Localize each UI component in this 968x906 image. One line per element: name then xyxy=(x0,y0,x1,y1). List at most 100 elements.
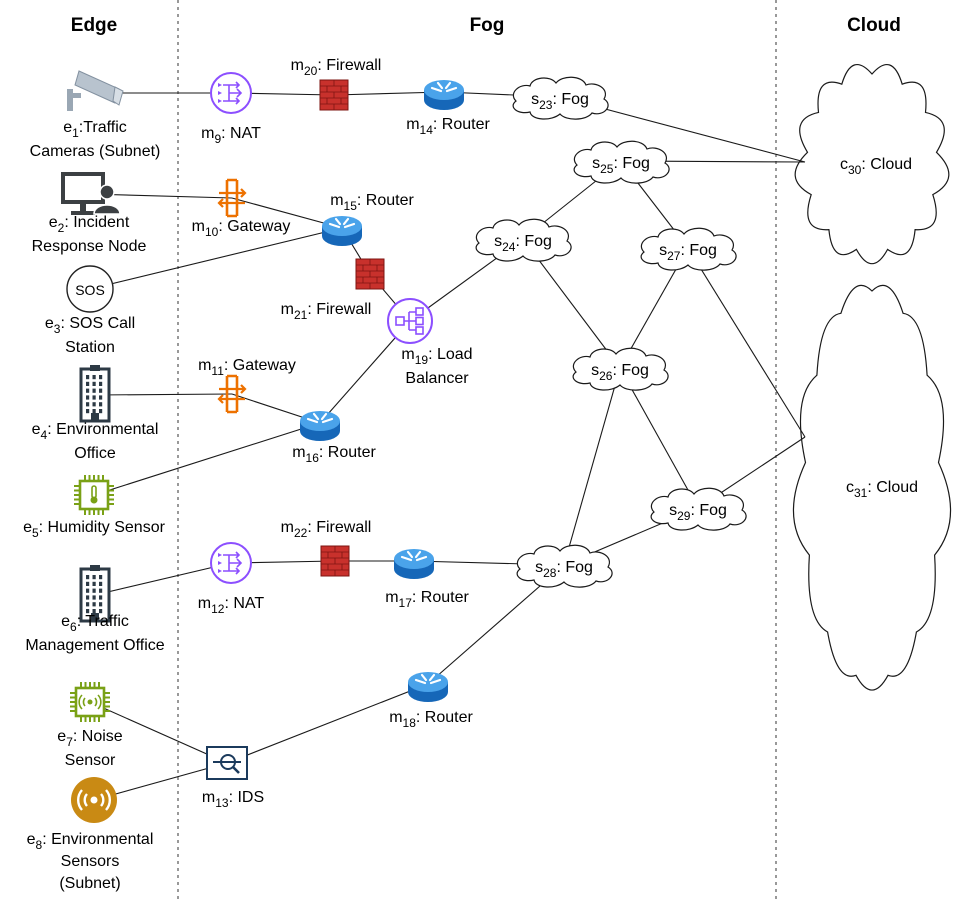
label-c30-prefix: c xyxy=(840,156,848,173)
label-m13-prefix: m xyxy=(202,789,215,806)
label-e5-subscript: 5 xyxy=(32,526,39,540)
sos-icon-text: SOS xyxy=(75,282,105,298)
label-m9: m9: NAT xyxy=(201,125,261,146)
label-s25-prefix: s xyxy=(592,155,600,172)
label-e7-prefix: e xyxy=(57,728,66,745)
label-e8-prefix: e xyxy=(27,831,36,848)
label-m15: m15: Router xyxy=(330,192,414,213)
label-e4-prefix: e xyxy=(32,421,41,438)
label-e8: e8: Environmental xyxy=(27,831,154,852)
link-e6-m12 xyxy=(94,562,232,596)
label-s28-subscript: 28 xyxy=(543,566,557,580)
label-m16-subscript: 16 xyxy=(306,451,320,465)
label-m10-prefix: m xyxy=(192,218,205,235)
label-m20: m20: Firewall xyxy=(291,57,382,78)
label-e8-line2: Sensors xyxy=(61,853,120,870)
fog-cloud-icon xyxy=(475,218,572,262)
label-m12-text: : NAT xyxy=(224,595,264,612)
label-s28: s28: Fog xyxy=(535,559,593,580)
label-s29: s29: Fog xyxy=(669,502,727,523)
label-e5: e5: Humidity Sensor xyxy=(23,519,166,540)
label-m19: m19: Load xyxy=(401,346,472,367)
label-s24-text: : Fog xyxy=(515,233,551,250)
zone-dividers xyxy=(177,0,777,901)
label-m14: m14: Router xyxy=(406,116,490,137)
router-icon xyxy=(424,80,464,110)
label-e2-subscript: 2 xyxy=(58,221,65,235)
label-e8-text: : Environmental xyxy=(42,831,153,848)
label-e3-text: : SOS Call xyxy=(60,315,135,332)
label-e6: e6: Traffic xyxy=(61,613,129,634)
label-s23-text: : Fog xyxy=(552,91,588,108)
label-e6-line2: Management Office xyxy=(25,637,164,654)
link-m13-m18 xyxy=(226,683,429,764)
label-s27-text: : Fog xyxy=(680,242,716,259)
label-m16: m16: Router xyxy=(292,444,376,465)
label-c31-prefix: c xyxy=(846,479,854,496)
cloud-c31-shape-outline xyxy=(792,284,952,691)
fog-cloud-icon xyxy=(512,76,609,120)
label-e6-text: : Traffic xyxy=(77,613,129,630)
label-m21-text: : Firewall xyxy=(307,301,371,318)
label-m18-subscript: 18 xyxy=(403,716,417,730)
label-e4: e4: Environmental xyxy=(32,421,159,442)
label-e1-text: :Traffic xyxy=(79,119,127,136)
zone-headers: Edge Fog Cloud xyxy=(71,15,901,36)
firewall-icon xyxy=(319,79,349,111)
label-s25-text: : Fog xyxy=(613,155,649,172)
cloud-c31-shape xyxy=(792,284,952,691)
cloud-servers xyxy=(792,64,952,691)
label-e8-subscript: 8 xyxy=(36,838,43,852)
label-m22-text: : Firewall xyxy=(307,519,371,536)
link-e8-m13 xyxy=(93,762,228,801)
wireless-sensor-icon xyxy=(71,777,117,823)
label-m20-prefix: m xyxy=(291,57,304,74)
cloud-zone-title: Cloud xyxy=(847,15,901,36)
fog-cloud-icon xyxy=(516,544,613,588)
label-e5-text: : Humidity Sensor xyxy=(39,519,166,536)
label-e1-prefix: e xyxy=(63,119,72,136)
cloud-c30-shape xyxy=(794,64,950,265)
label-m13-text: : IDS xyxy=(229,789,265,806)
label-e7-text: : Noise xyxy=(73,728,123,745)
label-c31-text: : Cloud xyxy=(867,479,918,496)
label-m22-subscript: 22 xyxy=(294,526,308,540)
label-m12: m12: NAT xyxy=(198,595,265,616)
label-m20-subscript: 20 xyxy=(304,64,318,78)
label-s26-subscript: 26 xyxy=(599,369,613,383)
workstation-user-icon xyxy=(61,172,121,215)
label-m19-line2: Balancer xyxy=(405,370,469,387)
label-m16-prefix: m xyxy=(292,444,305,461)
label-s26: s26: Fog xyxy=(591,362,649,383)
label-m12-subscript: 12 xyxy=(211,602,225,616)
router-icon xyxy=(300,411,340,441)
label-s27-subscript: 27 xyxy=(667,249,681,263)
label-s25-subscript: 25 xyxy=(600,162,614,176)
label-m15-text: : Router xyxy=(357,192,415,209)
label-e4-line2: Office xyxy=(74,445,116,462)
label-m13-subscript: 13 xyxy=(215,796,229,810)
label-m22: m22: Firewall xyxy=(281,519,372,540)
nat-gateway-icon xyxy=(210,72,252,114)
label-m19-text: : Load xyxy=(428,346,472,363)
label-e8-line3: (Subnet) xyxy=(59,875,120,892)
firewall-icon xyxy=(355,258,385,290)
fog-zone-title: Fog xyxy=(470,15,505,36)
label-e1-line2: Cameras (Subnet) xyxy=(30,143,161,160)
label-s23-subscript: 23 xyxy=(539,98,553,112)
label-s28-prefix: s xyxy=(535,559,543,576)
label-m11-prefix: m xyxy=(198,357,211,374)
label-e6-subscript: 6 xyxy=(70,620,77,634)
label-m22-prefix: m xyxy=(281,519,294,536)
label-s25: s25: Fog xyxy=(592,155,650,176)
fog-cloud-icon xyxy=(640,227,737,271)
label-s27-prefix: s xyxy=(659,242,667,259)
label-m12-prefix: m xyxy=(198,595,211,612)
label-m17-subscript: 17 xyxy=(399,596,413,610)
security-camera-icon xyxy=(67,70,124,111)
link-e4-m11 xyxy=(94,393,233,396)
label-m14-text: : Router xyxy=(433,116,491,133)
fog-cloud-icon xyxy=(573,140,670,184)
